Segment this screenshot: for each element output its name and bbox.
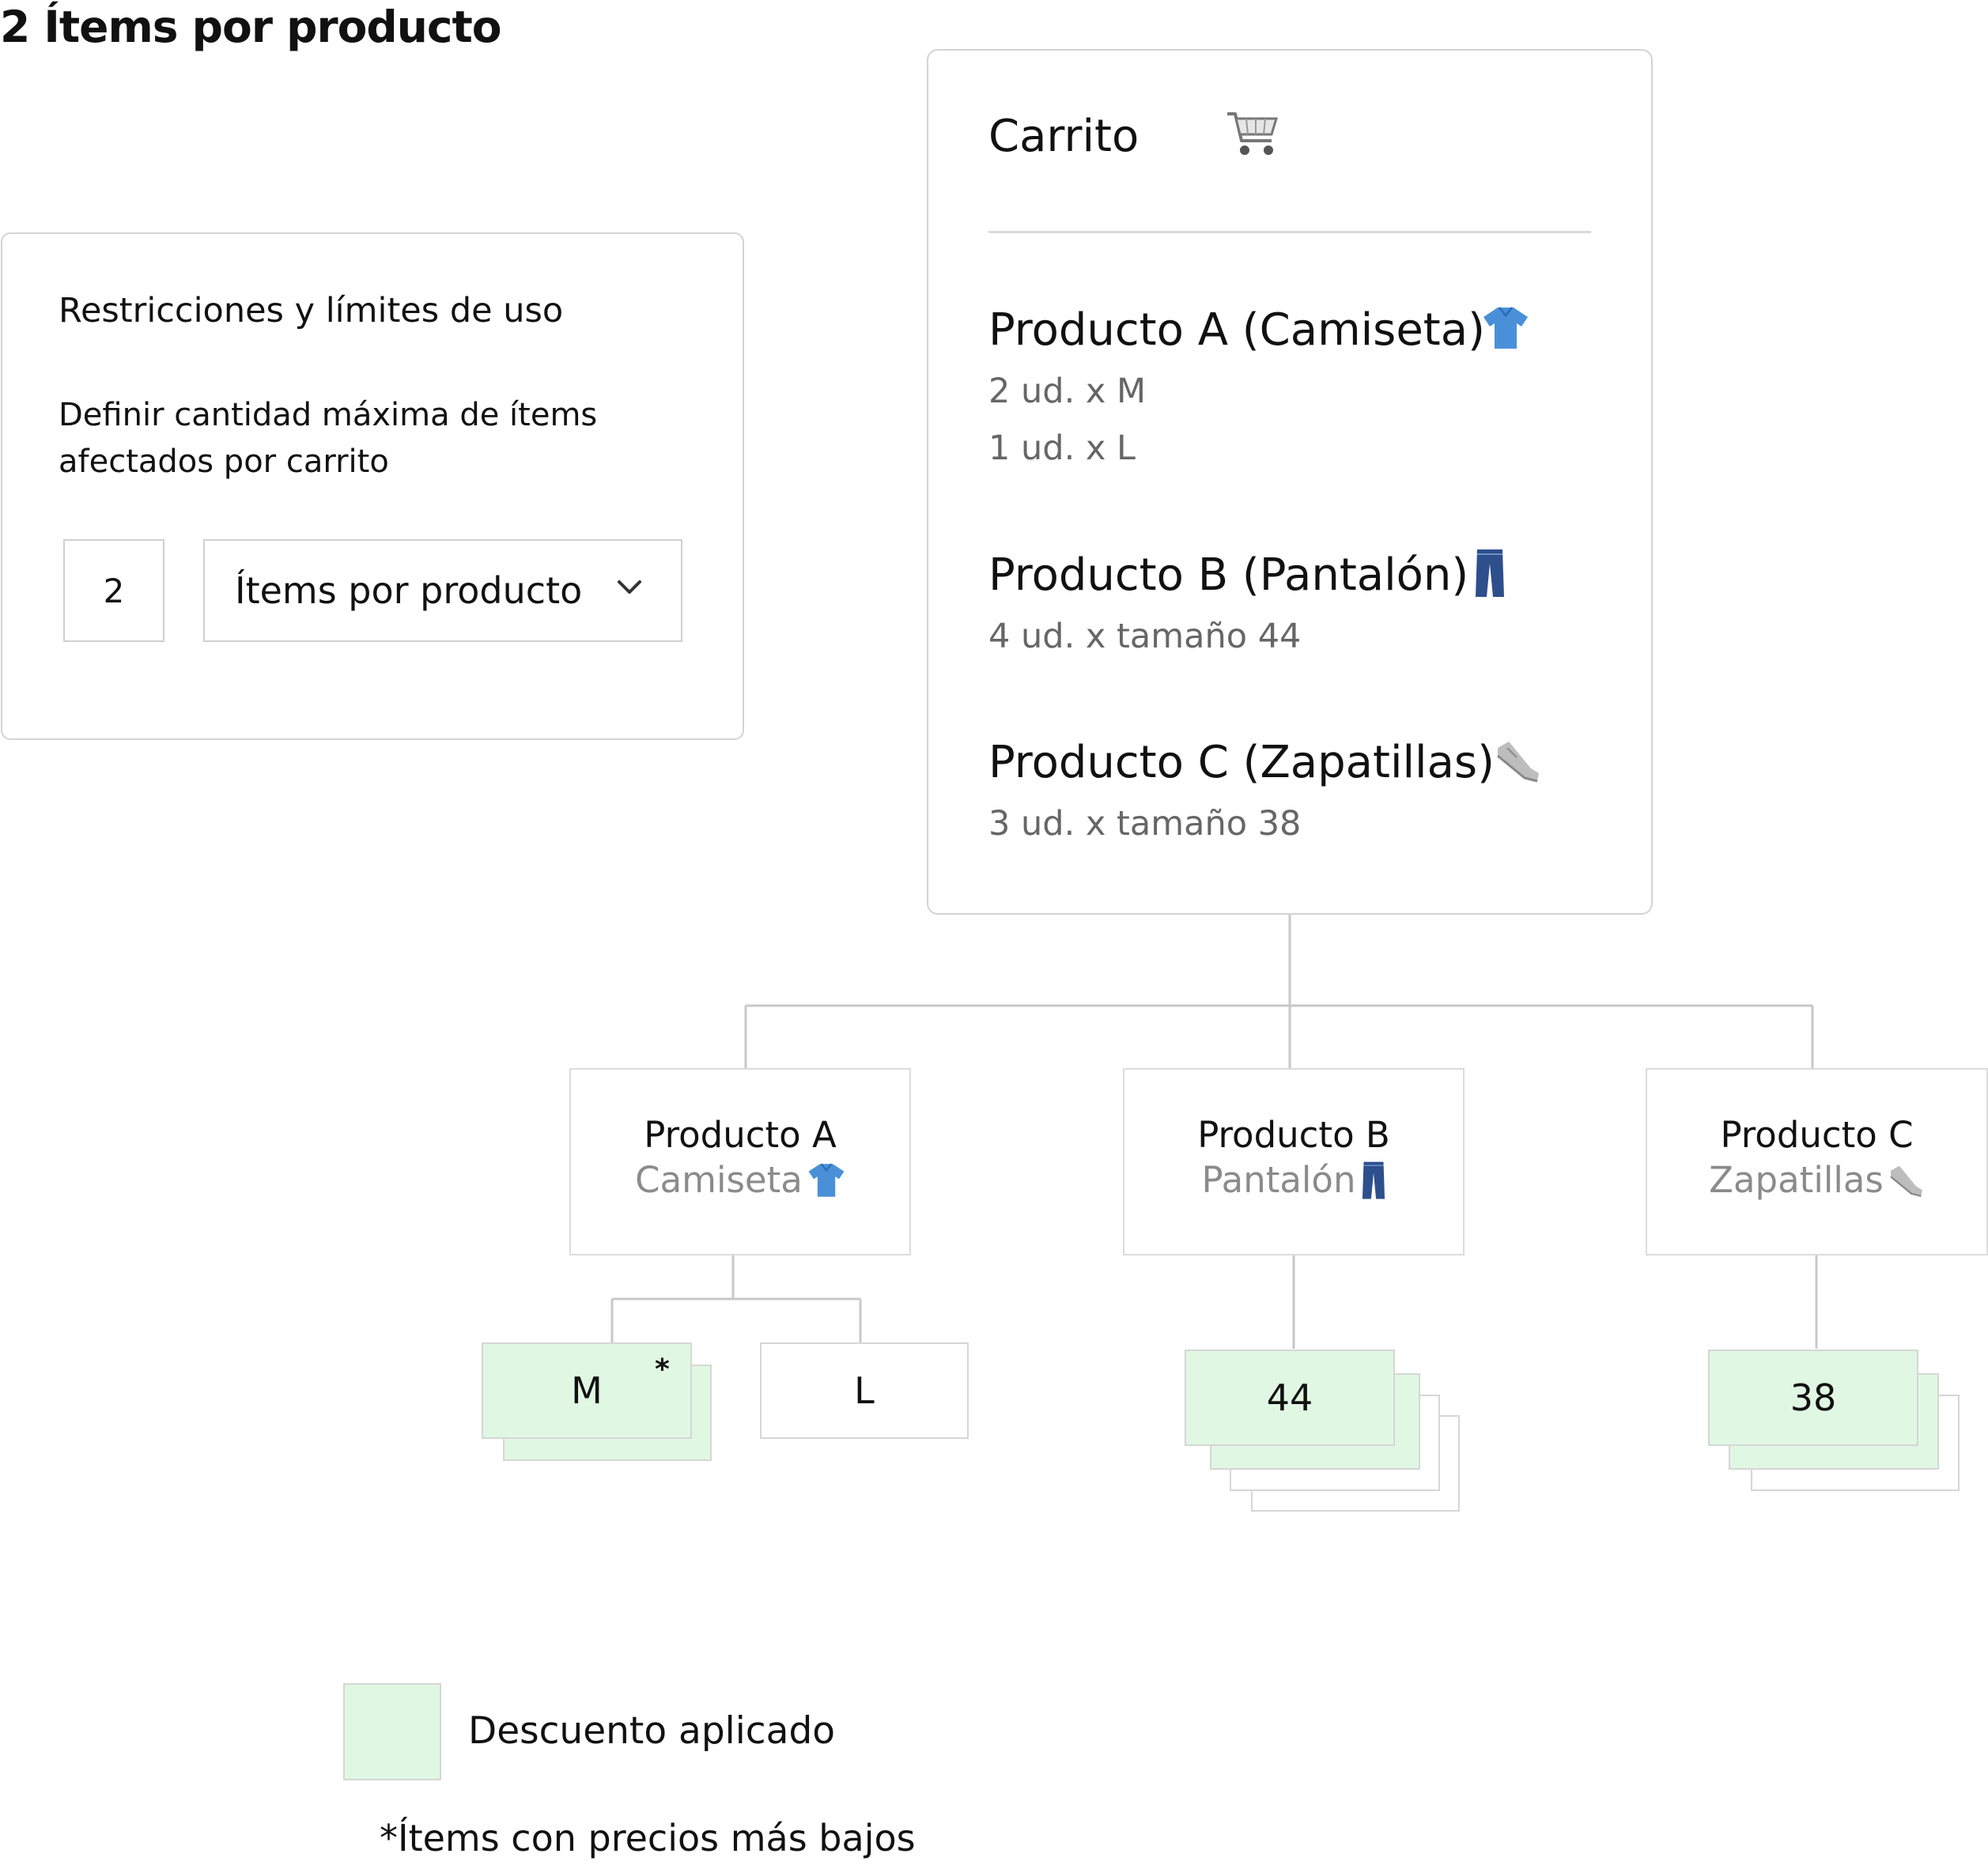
- jeans-icon: [1476, 549, 1504, 597]
- cart-divider: [988, 231, 1591, 233]
- product-b-type: Pantalón: [1201, 1159, 1356, 1201]
- panel-description: Definir cantidad máxima de ítems afectad…: [59, 397, 598, 480]
- cart-product-c-line-1: 3 ud. x tamaño 38: [988, 804, 1302, 844]
- variant-44-label: 44: [1266, 1376, 1313, 1419]
- tree-node-product-a: Producto A Camiseta: [569, 1068, 911, 1255]
- page-title: 2 Ítems por producto: [0, 2, 502, 52]
- product-c-type: Zapatillas: [1709, 1159, 1884, 1201]
- sneaker-icon: [1497, 742, 1539, 783]
- variant-l-card: L: [760, 1342, 969, 1439]
- quantity-value: 2: [103, 571, 125, 610]
- product-a-type: Camiseta: [635, 1159, 803, 1201]
- variant-38-card: 38: [1708, 1350, 1918, 1446]
- cart-product-a-line-2: 1 ud. x L: [988, 428, 1136, 468]
- limit-mode-select[interactable]: Ítems por producto: [203, 539, 682, 642]
- tree-node-product-c: Producto C Zapatillas: [1646, 1068, 1988, 1255]
- variant-44-card: 44: [1185, 1350, 1395, 1446]
- sneaker-icon: [1890, 1165, 1922, 1197]
- cart-product-a-line-1: 2 ud. x M: [988, 372, 1147, 411]
- lowest-price-marker: *: [655, 1353, 670, 1386]
- cart-title: Carrito: [988, 111, 1140, 162]
- shirt-icon: [808, 1162, 845, 1197]
- tree-node-product-b: Producto B Pantalón: [1123, 1068, 1465, 1255]
- product-c-name: Producto C: [1720, 1114, 1914, 1156]
- chevron-down-icon: [618, 580, 641, 594]
- product-a-name: Producto A: [644, 1114, 837, 1156]
- legend-swatch-discount: [343, 1683, 441, 1780]
- variant-38-label: 38: [1790, 1376, 1837, 1419]
- product-b-name: Producto B: [1197, 1114, 1390, 1156]
- cart-product-a-name: Producto A (Camiseta): [988, 304, 1485, 356]
- cart-product-c-name: Producto C (Zapatillas): [988, 737, 1495, 788]
- shirt-icon: [1483, 307, 1528, 349]
- legend-discount-label: Descuento aplicado: [468, 1709, 836, 1753]
- cart-product-b-name: Producto B (Pantalón): [988, 549, 1469, 601]
- variant-m-card: M: [482, 1342, 692, 1439]
- shopping-cart-icon: [1227, 112, 1279, 155]
- variant-m-label: M: [571, 1369, 603, 1412]
- jeans-icon: [1362, 1161, 1385, 1199]
- panel-heading: Restricciones y límites de uso: [59, 291, 564, 330]
- footnote: *Ítems con precios más bajos: [380, 1817, 916, 1859]
- limit-mode-value: Ítems por producto: [235, 569, 583, 612]
- variant-l-label: L: [854, 1369, 875, 1412]
- cart-card: [927, 49, 1653, 915]
- usage-limits-panel: [1, 232, 744, 740]
- cart-product-b-line-1: 4 ud. x tamaño 44: [988, 617, 1302, 656]
- quantity-input[interactable]: 2: [63, 539, 164, 642]
